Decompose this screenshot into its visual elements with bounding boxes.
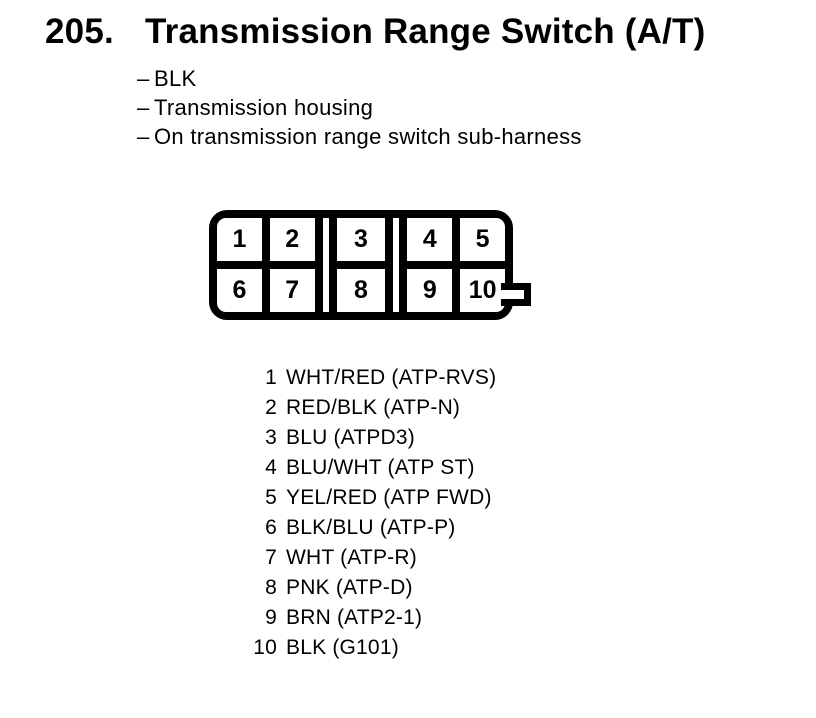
pin-group-center: 3 8: [336, 218, 386, 312]
pin-wire-label: YEL/RED (ATP FWD): [286, 486, 492, 509]
pinout-row: 8 PNK (ATP-D): [249, 573, 496, 603]
pinout-row: 3 BLU (ATPD3): [249, 423, 496, 453]
pin-number: 10: [253, 636, 277, 659]
connector-pin-7: 7: [269, 269, 315, 312]
connector-pin-2: 2: [269, 218, 315, 261]
list-item: – On transmission range switch sub-harne…: [137, 122, 582, 151]
pin-wire-label: WHT (ATP-R): [286, 546, 417, 569]
connector-pin-1: 1: [217, 218, 262, 261]
pin-number: 9: [265, 606, 277, 629]
pin-number: 6: [265, 516, 277, 539]
pinout-row: 6 BLK/BLU (ATP-P): [249, 513, 496, 543]
pin-wire-label: BRN (ATP2-1): [286, 606, 423, 629]
bullet-dash: –: [137, 95, 150, 120]
pin-number: 2: [265, 396, 277, 419]
connector-lock-tab: [501, 283, 531, 306]
pin-wire-label: BLU/WHT (ATP ST): [286, 456, 475, 479]
connector-body: 1 2 6 7 3 8 4 5 9 10: [217, 218, 505, 312]
pinout-row: 10 BLK (G101): [249, 633, 496, 663]
keying-slot: [314, 218, 337, 312]
pin-number: 8: [265, 576, 277, 599]
connector-pin-4: 4: [407, 218, 453, 261]
pin-number: 4: [265, 456, 277, 479]
connector-pin-5: 5: [460, 218, 505, 261]
bullet-dash: –: [137, 66, 150, 91]
bullet-text: On transmission range switch sub-harness: [154, 124, 582, 149]
connector-pin-10: 10: [460, 269, 505, 312]
connector-pin-6: 6: [217, 269, 262, 312]
pin-wire-label: BLK/BLU (ATP-P): [286, 516, 456, 539]
pinout-list: 1 WHT/RED (ATP-RVS) 2 RED/BLK (ATP-N) 3 …: [249, 363, 496, 663]
pin-number: 1: [265, 366, 277, 389]
pin-group-right: 4 5 9 10: [407, 218, 505, 312]
pinout-row: 7 WHT (ATP-R): [249, 543, 496, 573]
page-heading: 205. Transmission Range Switch (A/T): [45, 12, 705, 52]
pin-wire-label: RED/BLK (ATP-N): [286, 396, 461, 419]
pin-number: 3: [265, 426, 277, 449]
pinout-row: 4 BLU/WHT (ATP ST): [249, 453, 496, 483]
pin-wire-label: WHT/RED (ATP-RVS): [286, 366, 497, 389]
pinout-row: 5 YEL/RED (ATP FWD): [249, 483, 496, 513]
page-title: Transmission Range Switch (A/T): [145, 12, 706, 51]
bullet-dash: –: [137, 124, 150, 149]
pinout-row: 1 WHT/RED (ATP-RVS): [249, 363, 496, 393]
connector-pin-9: 9: [407, 269, 453, 312]
list-item: – Transmission housing: [137, 93, 582, 122]
item-number: 205.: [45, 12, 114, 51]
pin-number: 5: [265, 486, 277, 509]
bullet-text: BLK: [154, 66, 197, 91]
attribute-list: – BLK – Transmission housing – On transm…: [137, 64, 582, 151]
pin-wire-label: PNK (ATP-D): [286, 576, 413, 599]
connector-pin-3: 3: [336, 218, 386, 261]
pin-group-left: 1 2 6 7: [217, 218, 315, 312]
bullet-text: Transmission housing: [154, 95, 374, 120]
connector-diagram: 1 2 6 7 3 8 4 5 9 10: [209, 210, 531, 320]
pin-wire-label: BLU (ATPD3): [286, 426, 415, 449]
pinout-row: 9 BRN (ATP2-1): [249, 603, 496, 633]
list-item: – BLK: [137, 64, 582, 93]
pin-wire-label: BLK (G101): [286, 636, 399, 659]
pinout-row: 2 RED/BLK (ATP-N): [249, 393, 496, 423]
keying-slot: [385, 218, 408, 312]
connector-pin-8: 8: [336, 269, 386, 312]
pin-number: 7: [265, 546, 277, 569]
